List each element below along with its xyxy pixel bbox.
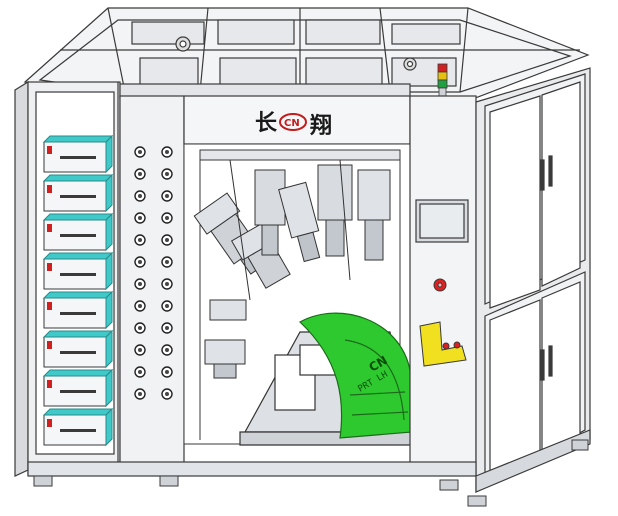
brand-logo-mark: CN: [284, 118, 300, 129]
connector-pin: [138, 326, 142, 330]
brand-char-left: 长: [255, 111, 278, 136]
connector-pin: [165, 172, 169, 176]
connector-pin: [165, 260, 169, 264]
connector-pin: [138, 216, 142, 220]
generator-module: [42, 407, 114, 447]
lifting-eye-icon: [175, 36, 417, 71]
connector-pin: [138, 150, 142, 154]
connector-pin: [165, 304, 169, 308]
generator-module: [42, 329, 114, 369]
connector-pin: [138, 304, 142, 308]
connector-panel: [134, 146, 173, 400]
connector-pin: [138, 194, 142, 198]
emergency-stop-icon[interactable]: [433, 278, 447, 292]
hmi-touchscreen-icon[interactable]: [415, 199, 469, 243]
connector-pin: [138, 370, 142, 374]
connector-pin: [138, 172, 142, 176]
ultrasonic-weld-heads: [193, 159, 391, 379]
connector-pin: [165, 326, 169, 330]
front-header: [119, 83, 411, 475]
two-hand-start-button-box[interactable]: [419, 321, 467, 367]
connector-pin: [165, 238, 169, 242]
connector-pin: [138, 392, 142, 396]
connector-pin: [138, 260, 142, 264]
brand-logo-icon: CN: [279, 113, 307, 131]
connector-pin: [138, 282, 142, 286]
ultrasonic-generator-stack: [42, 134, 114, 447]
generator-module: [42, 173, 114, 213]
leveling-feet: [33, 439, 589, 507]
connector-pin: [165, 150, 169, 154]
connector-pin: [165, 348, 169, 352]
connector-pin: [138, 348, 142, 352]
connector-pin: [165, 392, 169, 396]
machine-base: [27, 429, 591, 493]
connector-pin: [138, 238, 142, 242]
generator-module: [42, 290, 114, 330]
generator-module: [42, 212, 114, 252]
generator-module: [42, 134, 114, 174]
generator-module: [42, 368, 114, 408]
connector-pin: [165, 370, 169, 374]
connector-pin: [165, 282, 169, 286]
connector-pin: [165, 216, 169, 220]
generator-module: [42, 251, 114, 291]
green-workpiece: [298, 312, 413, 439]
brand-char-right: 翔: [309, 113, 332, 139]
right-cabinet: [475, 67, 591, 493]
connector-pin: [165, 194, 169, 198]
